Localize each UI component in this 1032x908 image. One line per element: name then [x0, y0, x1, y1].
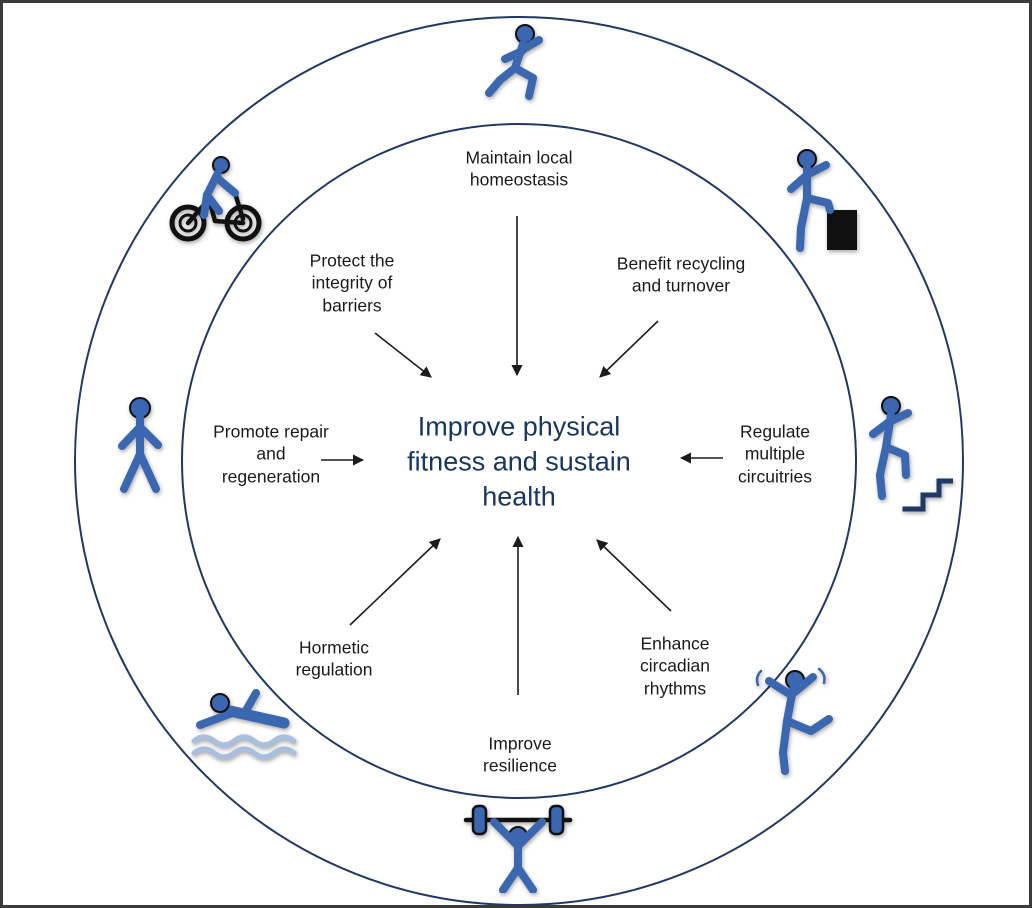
- arrow-bottom-left: [349, 538, 441, 626]
- label-benefit-recycling-and-turnover: Benefit recycling and turnover: [616, 253, 746, 296]
- arrow-top-left: [374, 332, 432, 378]
- label-hormetic-regulation: Hormetic regulation: [295, 637, 373, 680]
- label-improve-resilience: Improve resilience: [483, 733, 557, 776]
- label-enhance-circadian-rhythms: Enhance circadian rhythms: [639, 633, 711, 699]
- diagram-canvas: [74, 16, 964, 905]
- arrow-top-right: [599, 320, 659, 378]
- label-protect-integrity-of-barriers: Protect the integrity of barriers: [309, 250, 395, 316]
- cycling-icon: [163, 153, 268, 248]
- label-promote-repair-and-regeneration: Promote repair and regeneration: [213, 421, 329, 487]
- label-regulate-multiple-circuitries: Regulate multiple circuitries: [738, 421, 812, 487]
- outer-circle: [74, 16, 964, 905]
- running-icon: [478, 23, 558, 108]
- walking-icon: [105, 396, 175, 506]
- label-maintain-local-homeostasis: Maintain local homeostasis: [465, 147, 573, 190]
- arrow-bottom-right: [596, 539, 672, 612]
- stair-climbing-icon: [853, 393, 953, 513]
- swimming-icon: [186, 679, 311, 764]
- inner-circle: [181, 123, 857, 799]
- center-statement: Improve physical fitness and sustain hea…: [407, 411, 631, 512]
- weightlifting-icon: [458, 798, 578, 893]
- dancing-icon: [745, 665, 845, 775]
- step-up-icon: [771, 148, 866, 253]
